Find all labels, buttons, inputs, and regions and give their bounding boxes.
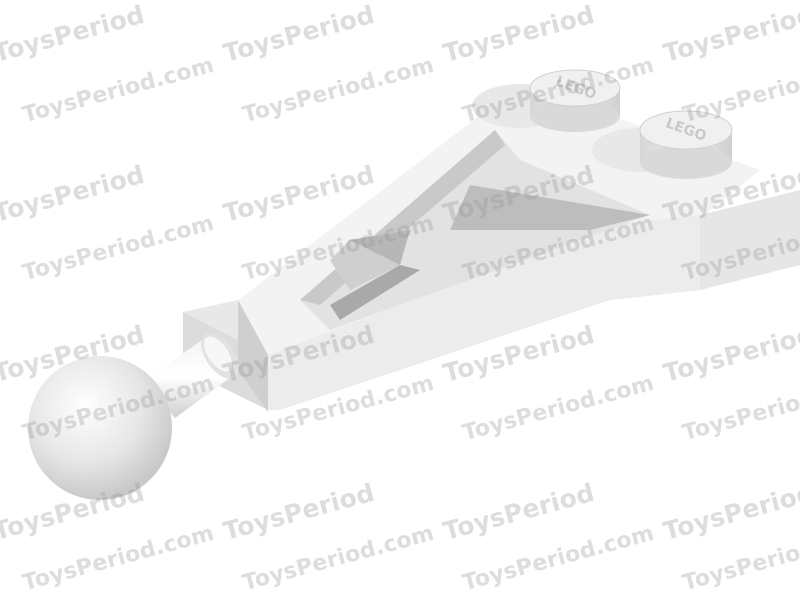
stud-1: LEGO xyxy=(472,69,621,132)
stud-2: LEGO xyxy=(592,110,733,179)
ball-shaft xyxy=(145,333,239,418)
ball-joint xyxy=(28,356,172,500)
plate-cutout xyxy=(300,130,650,330)
